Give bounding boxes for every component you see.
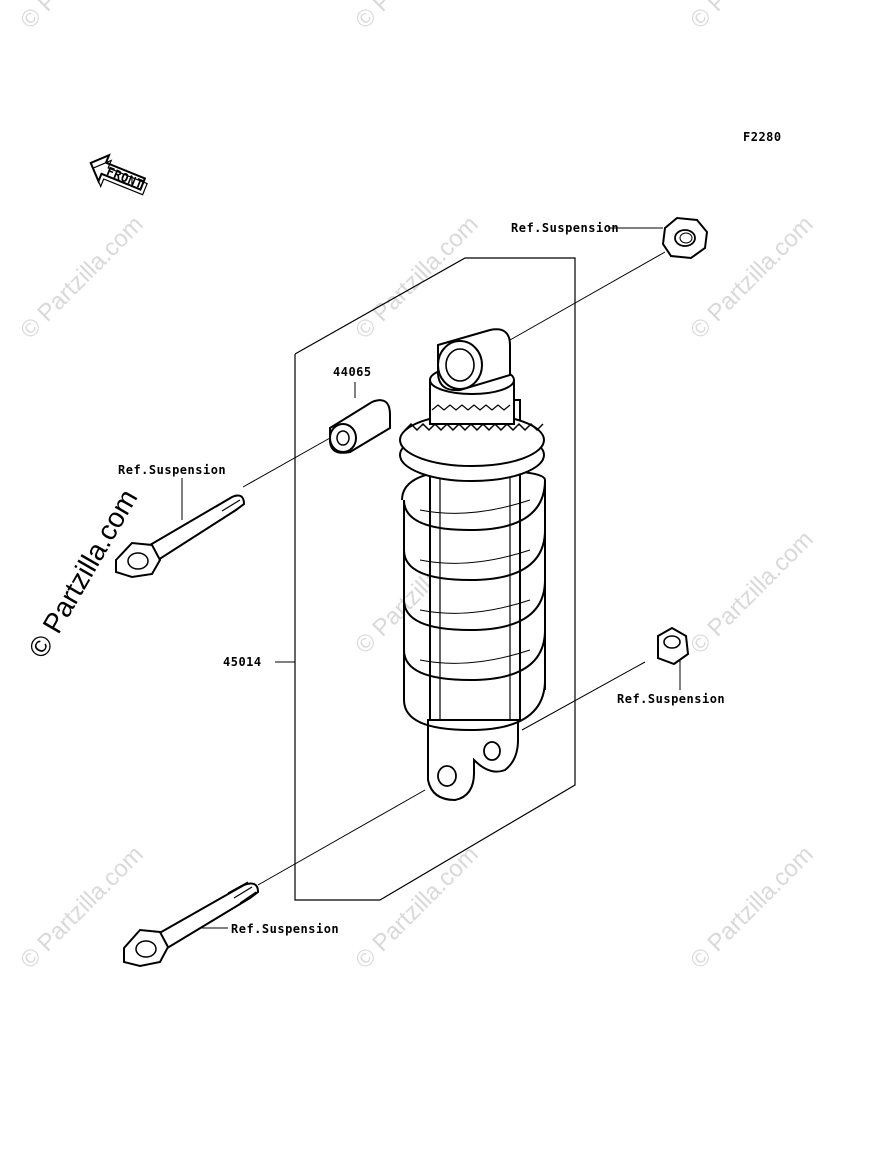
collar-part [329,399,391,454]
label-part-44065[interactable]: 44065 [333,365,372,379]
figure-code: F2280 [743,130,782,144]
hex-nut-bottom [657,626,690,666]
watermark-text: © Partzilla.com [685,0,818,34]
coil-spring [401,468,547,732]
label-ref-suspension-bottom-nut[interactable]: Ref.Suspension [617,692,725,706]
watermark-text: © Partzilla.com [685,841,818,974]
shock-absorber [399,328,547,802]
front-arrow-icon: FRONT [89,153,148,196]
leader-lines [181,227,681,929]
watermark-text: © Partzilla.com [350,841,483,974]
label-ref-suspension-bottom-bolt[interactable]: Ref.Suspension [231,922,339,936]
hex-nut-top [661,216,709,260]
label-ref-suspension-top-nut[interactable]: Ref.Suspension [511,221,619,235]
watermark-text: © Partzilla.com [685,526,818,659]
watermark-text: © Partzilla.com [15,0,148,34]
bolt-bottom [123,881,260,968]
bolt-top [115,494,246,579]
watermark-text: © Partzilla.com [350,211,483,344]
watermark-grid: © Partzilla.com © Partzilla.com © Partzi… [15,0,818,974]
label-ref-suspension-top-bolt[interactable]: Ref.Suspension [118,463,226,477]
watermark-text: © Partzilla.com [15,211,148,344]
watermark-text: © Partzilla.com [350,0,483,34]
assembly-bracket [294,257,576,901]
label-part-45014[interactable]: 45014 [223,655,262,669]
